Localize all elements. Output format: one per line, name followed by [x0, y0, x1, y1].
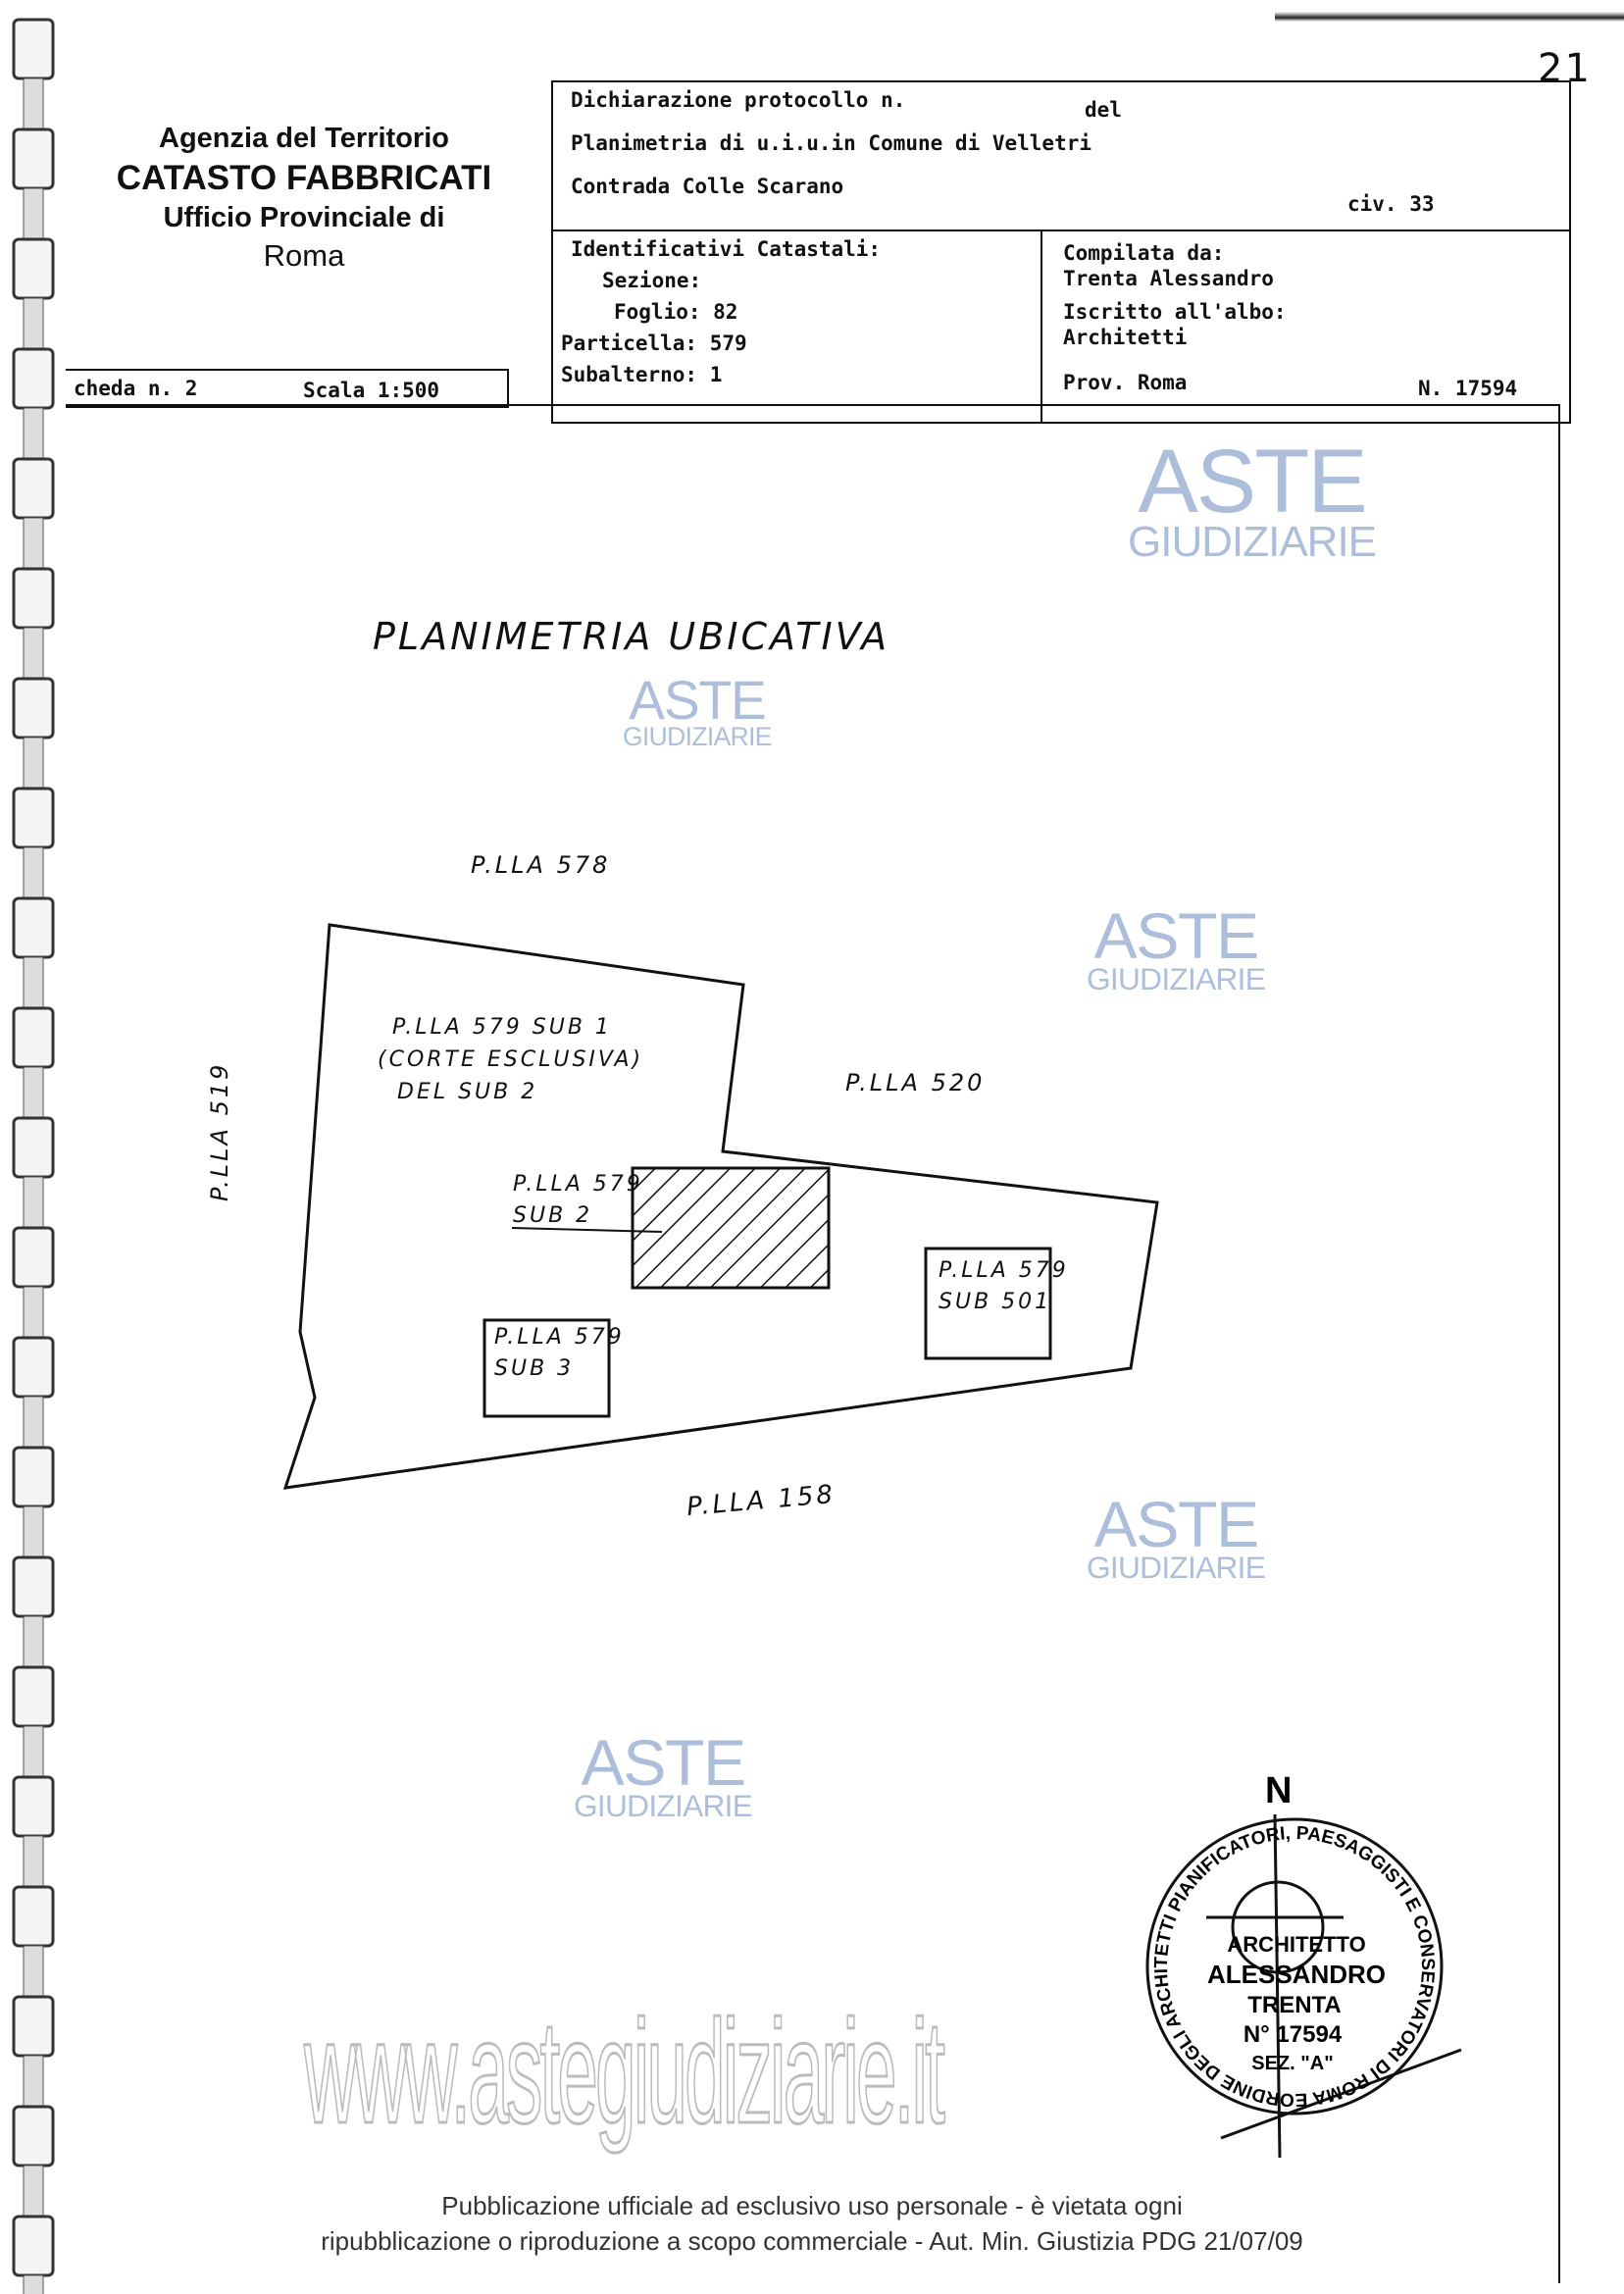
address: Contrada Colle Scarano — [571, 175, 844, 198]
label-sub501-line1: P.LLA 579 — [939, 1258, 1069, 1283]
albo-label: Iscritto all'albo: — [1063, 300, 1287, 324]
watermark-giudiziarie: GIUDIZIARIE — [1128, 517, 1377, 566]
label-plla-519: P.LLA 519 — [206, 1062, 233, 1201]
agency-logo: Agenzia del Territorio CATASTO FABBRICAT… — [98, 123, 510, 274]
particella: Particella: 579 — [561, 331, 747, 355]
footer-line-2: ripubblicazione o riproduzione a scopo c… — [321, 2226, 1303, 2256]
scale: Scala 1:500 — [303, 379, 440, 402]
divider — [553, 229, 1569, 231]
leader-line — [511, 1227, 663, 1233]
building-sub-501 — [924, 1247, 1052, 1360]
north-arrow-label: N — [1265, 1770, 1292, 1811]
stamp-line5: SEZ. "A" — [1251, 2053, 1333, 2074]
stamp-line2: ALESSANDRO — [1207, 1960, 1386, 1989]
label-sub2-line2: SUB 2 — [513, 1203, 592, 1228]
watermark-aste: ASTE — [1093, 899, 1259, 973]
label-sub2-line1: P.LLA 579 — [513, 1172, 643, 1197]
subalterno: Subalterno: 1 — [561, 363, 723, 386]
watermark-aste: ASTE — [629, 671, 767, 732]
divider-vertical — [1040, 229, 1042, 422]
watermark-giudiziarie: GIUDIZIARIE — [574, 1789, 753, 1824]
registration-number: N. 17594 — [1418, 377, 1518, 400]
label-sub1-line1: P.LLA 579 SUB 1 — [392, 1015, 612, 1040]
compiled-name: Trenta Alessandro — [1063, 267, 1274, 290]
office-city: Roma — [263, 238, 345, 273]
label-sub1-line3: DEL SUB 2 — [397, 1080, 537, 1104]
watermark-aste: ASTE — [1138, 432, 1367, 532]
watermark-url: www.astegiudiziarie.it — [303, 1989, 945, 2154]
scheda-box: cheda n. 2 Scala 1:500 — [66, 369, 509, 408]
label-sub3-line2: SUB 3 — [494, 1356, 574, 1381]
sezione: Sezione: — [602, 269, 702, 292]
plan-title: PLANIMETRIA UBICATIVA — [373, 615, 889, 658]
civic-number: civ. 33 — [1347, 192, 1435, 216]
scan-top-edge — [1275, 12, 1624, 22]
watermark-aste: ASTE — [581, 1726, 746, 1800]
foglio: Foglio: 82 — [614, 300, 738, 324]
office-label: Ufficio Provinciale di — [163, 202, 445, 233]
stamp-line1: ARCHITETTO — [1227, 1932, 1365, 1957]
building-sub-2 — [631, 1166, 831, 1290]
compiled-label: Compilata da: — [1063, 241, 1225, 265]
protocol-del: del — [1085, 98, 1122, 122]
label-plla-578: P.LLA 578 — [471, 851, 610, 879]
binder-rings — [12, 18, 55, 2294]
province: Prov. Roma — [1063, 371, 1188, 394]
agency-name: Agenzia del Territorio — [159, 123, 449, 154]
protocol-label: Dichiarazione protocollo n. — [571, 88, 906, 112]
binder-spine — [23, 2274, 44, 2294]
planimetry-label: Planimetria di u.i.u.in Comune di Vellet… — [571, 131, 1092, 155]
label-sub3-line1: P.LLA 579 — [494, 1325, 625, 1350]
label-plla-158: P.LLA 158 — [685, 1480, 837, 1522]
label-sub501-line2: SUB 501 — [939, 1290, 1051, 1314]
albo: Architetti — [1063, 326, 1188, 349]
stamp-line4: N° 17594 — [1243, 2021, 1343, 2048]
drawing-frame — [66, 404, 1560, 2283]
watermark-aste: ASTE — [1093, 1488, 1259, 1561]
building-sub-3 — [482, 1318, 611, 1418]
watermark-giudiziarie: GIUDIZIARIE — [1087, 962, 1266, 997]
label-sub1-line2: (CORTE ESCLUSIVA) — [378, 1047, 643, 1072]
footer-line-1: Pubblicazione ufficiale ad esclusivo uso… — [441, 2191, 1183, 2220]
stamp-line3: TRENTA — [1247, 1992, 1342, 2018]
label-plla-520: P.LLA 520 — [845, 1069, 985, 1096]
watermark-giudiziarie: GIUDIZIARIE — [1087, 1551, 1266, 1586]
header-box: Dichiarazione protocollo n. del Planimet… — [551, 80, 1571, 424]
catasto-title: CATASTO FABBRICATI — [116, 159, 492, 197]
parcel-579-outline — [282, 923, 1159, 1490]
ids-title: Identificativi Catastali: — [571, 237, 882, 261]
watermark-giudiziarie: GIUDIZIARIE — [623, 722, 772, 752]
scheda-number: cheda n. 2 — [74, 377, 198, 400]
